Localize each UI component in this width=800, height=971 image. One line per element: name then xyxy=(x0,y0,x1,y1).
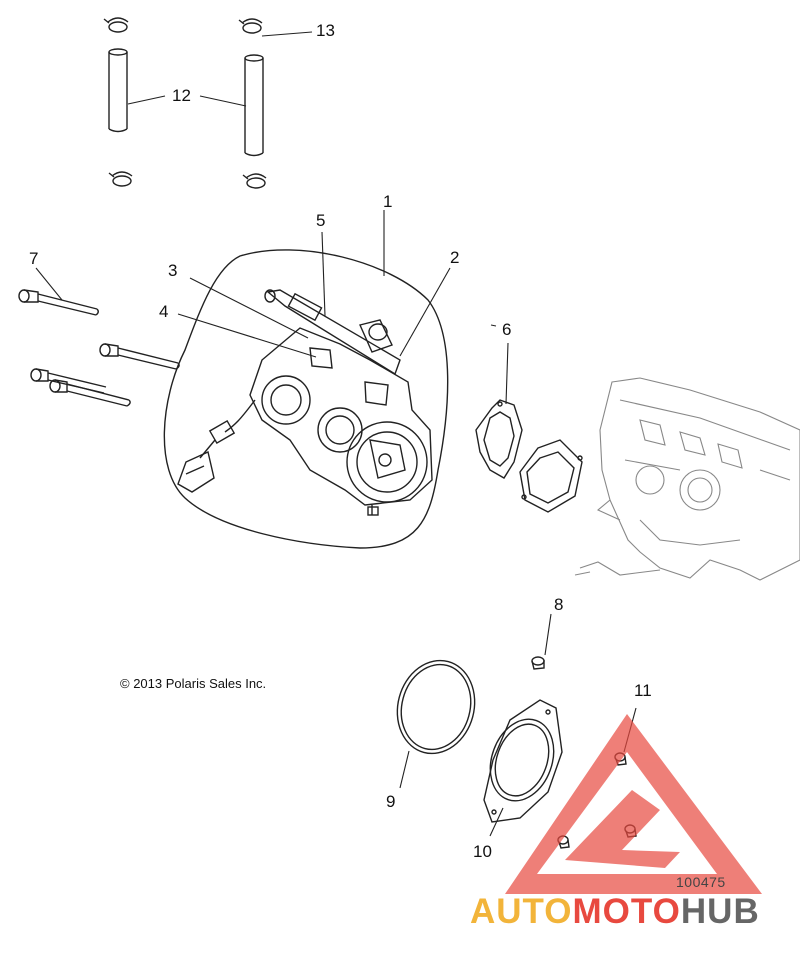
callout-5: 5 xyxy=(316,211,326,230)
callout-13: 13 xyxy=(316,21,335,40)
bolt-4 xyxy=(49,379,131,407)
leader-lines xyxy=(35,31,637,837)
watermark-text: AUTOMOTOHUB xyxy=(470,892,760,932)
callout-7: 7 xyxy=(29,249,39,268)
hose-clamp-top-left xyxy=(103,17,129,33)
callout-10: 10 xyxy=(473,842,492,861)
bolt-8 xyxy=(531,656,545,670)
watermark-moto: MOTO xyxy=(572,892,681,931)
hose-clamp-bottom-left xyxy=(108,171,133,187)
gasket-2 xyxy=(519,439,583,513)
callout-11: 11 xyxy=(634,681,652,700)
callout-4: 4 xyxy=(159,302,169,321)
callout-12: 12 xyxy=(172,86,191,105)
assembly-outline xyxy=(163,249,449,549)
hose-clamp-top-right xyxy=(238,18,263,34)
callout-8: 8 xyxy=(554,595,564,614)
bolt-2 xyxy=(99,343,180,370)
hose-right xyxy=(244,54,264,157)
callout-3: 3 xyxy=(168,261,178,280)
hose-clamp-bottom-right xyxy=(242,173,267,189)
callout-9: 9 xyxy=(386,792,396,811)
throttle-body xyxy=(177,289,433,516)
copyright-text: © 2013 Polaris Sales Inc. xyxy=(120,676,267,691)
o-ring xyxy=(396,659,476,755)
hose-left xyxy=(108,48,128,133)
callout-6: 6 xyxy=(502,320,512,339)
watermark-logo-icon xyxy=(505,714,762,894)
intake-manifold xyxy=(574,377,800,581)
bolt-3 xyxy=(30,368,107,394)
gasket-1 xyxy=(475,399,523,479)
watermark-auto: AUTO xyxy=(470,892,573,931)
callout-2: 2 xyxy=(450,248,460,267)
cover-plate xyxy=(483,699,563,823)
watermark-hub: HUB xyxy=(680,892,760,931)
bolt-1 xyxy=(18,289,99,316)
callout-1: 1 xyxy=(383,192,393,211)
document-number: 100475 xyxy=(676,874,726,890)
